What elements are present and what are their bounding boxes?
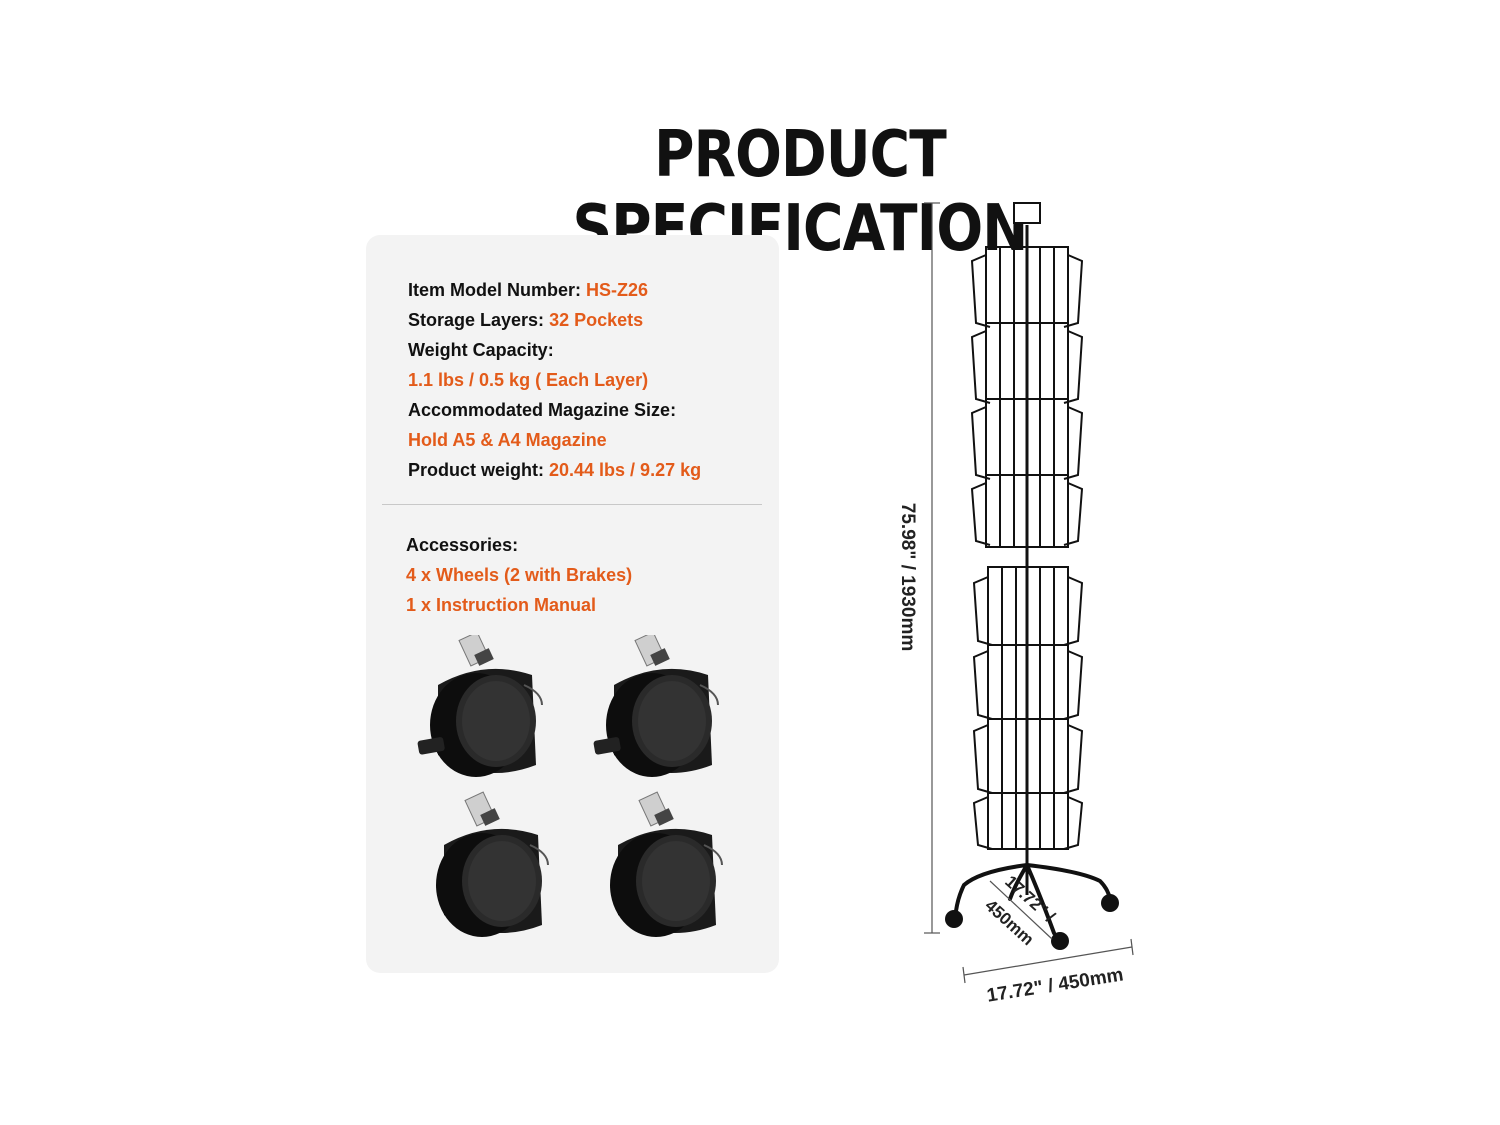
spec-model: Item Model Number: HS-Z26 <box>408 280 649 300</box>
spec-card: Item Model Number: HS-Z26 Storage Layers… <box>366 235 779 973</box>
rack-pole <box>1013 202 1041 895</box>
spec-weight-capacity-value: 1.1 lbs / 0.5 kg ( Each Layer) <box>408 370 649 390</box>
spec-magazine-size-label: Accommodated Magazine Size: <box>408 400 677 420</box>
rack-lower-tier <box>972 566 1084 850</box>
caster-with-brake-icon-1 <box>417 635 543 778</box>
accessory-manual: 1 x Instruction Manual <box>406 595 597 615</box>
magazine-rack-image: 75.98" / 1930mm <box>897 202 1134 1007</box>
width-dimension-label: 17.72" / 450mm <box>985 964 1124 1006</box>
accessory-wheels: 4 x Wheels (2 with Brakes) <box>406 565 633 585</box>
spec-magazine-size-value: Hold A5 & A4 Magazine <box>408 430 607 450</box>
caster-with-brake-icon-2 <box>593 635 719 778</box>
height-dimension <box>924 202 940 934</box>
spec-layers: Storage Layers: 32 Pockets <box>408 310 644 330</box>
spec-weight-capacity-label: Weight Capacity: <box>408 340 554 360</box>
width-dimension <box>962 938 1134 984</box>
depth-dimension <box>989 880 1053 940</box>
height-dimension-label: 75.98" / 1930mm <box>897 503 918 651</box>
caster-icon-4 <box>609 791 723 938</box>
rack-upper-tier <box>970 246 1084 548</box>
divider <box>382 504 762 505</box>
accessories-heading: Accessories: <box>406 535 519 555</box>
rack-wheels <box>945 894 1119 950</box>
spec-list: Item Model Number: HS-Z26 Storage Layers… <box>408 275 768 485</box>
accessories-list: Accessories: 4 x Wheels (2 with Brakes) … <box>406 530 766 620</box>
caster-icon-3 <box>435 791 549 938</box>
spec-product-weight: Product weight: 20.44 lbs / 9.27 kg <box>408 460 702 480</box>
rack-base <box>954 863 1112 935</box>
wheels-image <box>417 635 723 938</box>
